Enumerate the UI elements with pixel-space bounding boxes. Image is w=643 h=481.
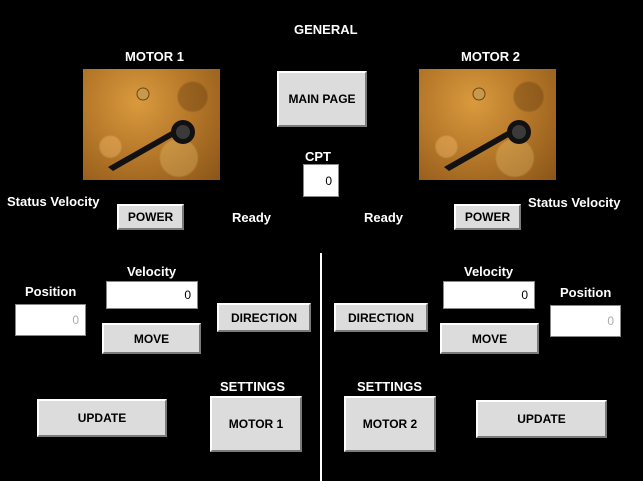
motor1-settings-button[interactable]: MOTOR 1 (210, 396, 302, 452)
motor1-direction-button[interactable]: DIRECTION (217, 303, 311, 332)
motor2-position-field[interactable]: 0 (550, 305, 621, 337)
motor2-status-velocity-label: Status Velocity (528, 195, 621, 210)
motor1-status-text: Ready (232, 210, 272, 225)
motor2-direction-button[interactable]: DIRECTION (334, 303, 428, 332)
settings-left-label: SETTINGS (220, 379, 286, 394)
cpt-label: CPT (305, 149, 331, 164)
motor1-position-label: Position (25, 284, 77, 299)
motor2-position-label: Position (560, 285, 612, 300)
motor2-update-button[interactable]: UPDATE (476, 400, 607, 438)
motor2-move-button[interactable]: MOVE (440, 323, 539, 354)
motor1-move-button[interactable]: MOVE (102, 323, 201, 354)
motor2-velocity-field[interactable]: 0 (443, 281, 535, 309)
divider (320, 253, 322, 481)
motor1-image (83, 69, 220, 180)
motor1-position-field[interactable]: 0 (15, 304, 86, 336)
motor2-status-text: Ready (364, 210, 404, 225)
motor2-power-button[interactable]: POWER (454, 204, 521, 230)
motor1-velocity-label: Velocity (127, 264, 177, 279)
main-page-button[interactable]: MAIN PAGE (277, 71, 367, 127)
motor1-update-button[interactable]: UPDATE (37, 399, 167, 437)
motor2-velocity-label: Velocity (464, 264, 514, 279)
page-title: GENERAL (294, 22, 358, 37)
motor2-title: MOTOR 2 (461, 49, 520, 64)
motor1-status-velocity-label: Status Velocity (7, 194, 100, 209)
motor1-title: MOTOR 1 (125, 49, 184, 64)
cpt-field[interactable]: 0 (303, 164, 339, 197)
motor1-power-button[interactable]: POWER (117, 204, 184, 230)
settings-right-label: SETTINGS (357, 379, 423, 394)
motor2-settings-button[interactable]: MOTOR 2 (344, 396, 436, 452)
motor2-image (419, 69, 556, 180)
motor1-velocity-field[interactable]: 0 (106, 281, 198, 309)
